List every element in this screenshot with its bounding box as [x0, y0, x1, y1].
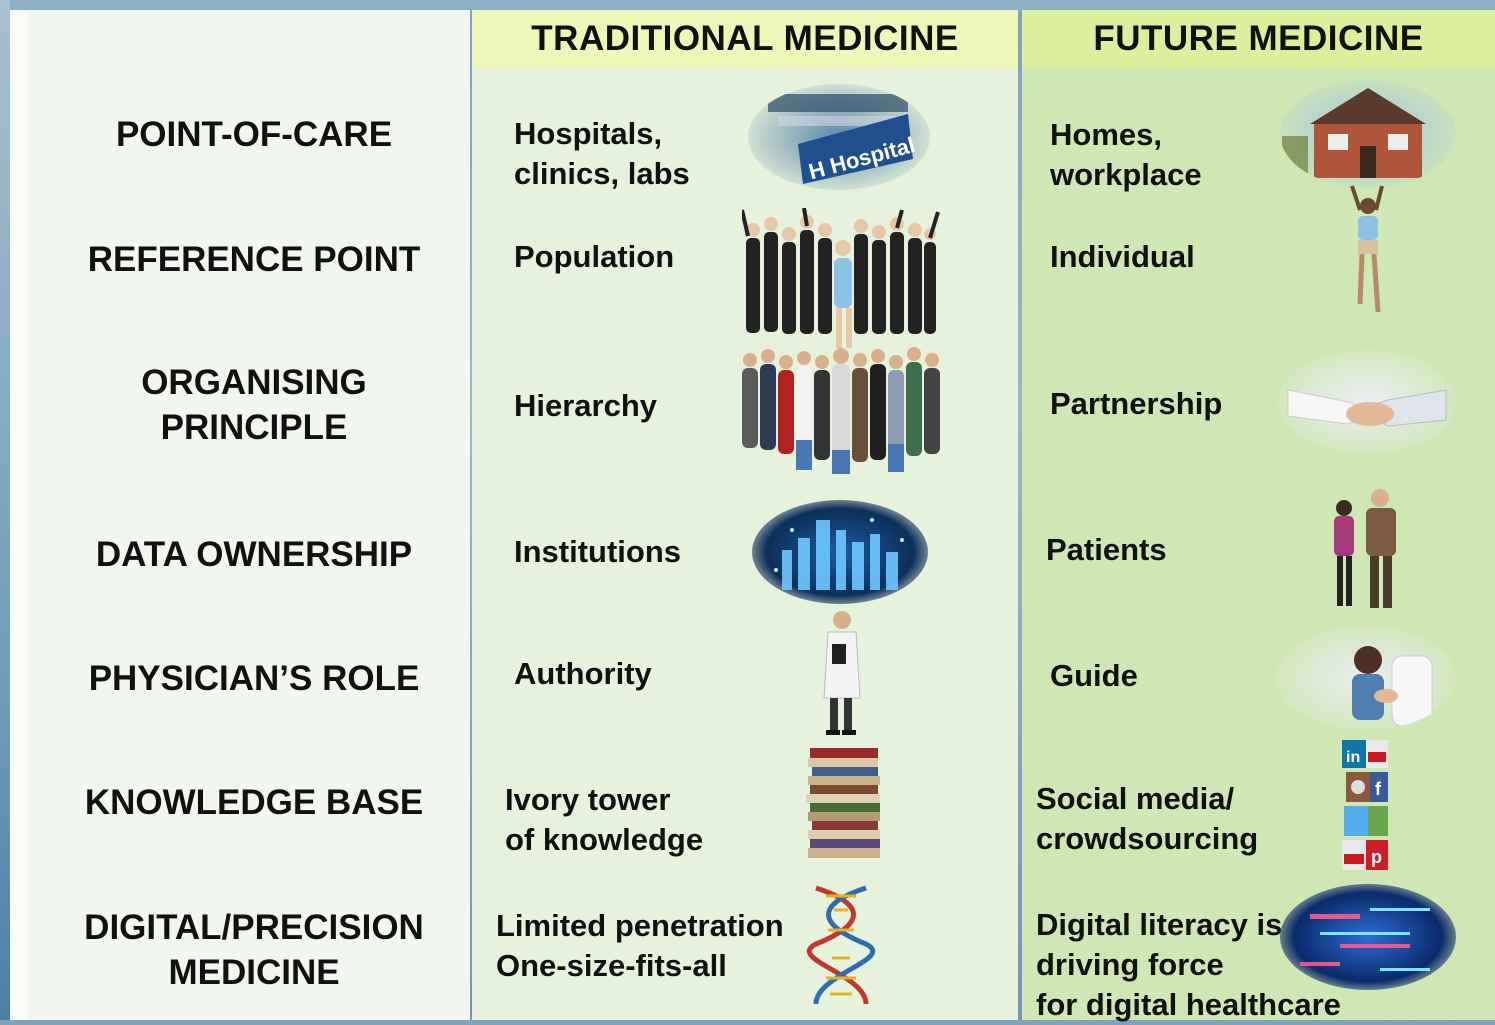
city-data-icon [752, 500, 928, 604]
traditional-column [472, 10, 1018, 1020]
house-photo-icon [1280, 80, 1456, 188]
row-label-text: ORGANISING [141, 363, 367, 402]
cell-text: Homes, [1050, 117, 1162, 152]
patients-couple-icon [1326, 484, 1406, 614]
cell-text: One-size-fits-all [496, 948, 727, 983]
row-label-organising-principle: ORGANISING PRINCIPLE [28, 360, 480, 450]
doctor-patient-icon [1276, 626, 1456, 730]
cell-text: for digital healthcare [1036, 987, 1341, 1022]
svg-text:p: p [1371, 847, 1382, 867]
handshake-icon [1278, 350, 1456, 454]
row-label-text: PHYSICIAN’S ROLE [88, 659, 420, 698]
row-label-data-ownership: DATA OWNERSHIP [28, 532, 480, 577]
cell-text: Digital literacy is [1036, 907, 1283, 942]
cell-text: crowdsourcing [1036, 821, 1259, 856]
traditional-data-ownership: Institutions [514, 532, 681, 572]
row-label-knowledge-base: KNOWLEDGE BASE [28, 780, 480, 825]
row-label-text: POINT-OF-CARE [115, 115, 393, 154]
cell-text: Authority [514, 656, 652, 691]
cell-text: driving force [1036, 947, 1224, 982]
future-data-ownership: Patients [1046, 530, 1167, 570]
person-jumping-icon [1344, 184, 1390, 318]
traditional-knowledge-base: Ivory tower of knowledge [505, 780, 703, 860]
cell-text: Population [514, 239, 675, 274]
digital-lights-icon [1280, 884, 1456, 990]
label-column [10, 10, 470, 1020]
cell-text: of knowledge [505, 822, 704, 857]
row-label-text: MEDICINE [168, 953, 340, 992]
social-media-cubes-icon: in f p [1340, 738, 1392, 874]
future-knowledge-base: Social media/ crowdsourcing [1036, 779, 1258, 859]
row-label-text: REFERENCE POINT [87, 240, 421, 279]
header-traditional-medicine: TRADITIONAL MEDICINE [472, 10, 1018, 68]
row-label-digital-precision: DIGITAL/PRECISION MEDICINE [28, 905, 480, 995]
dna-helix-icon [806, 884, 876, 1010]
row-label-text: KNOWLEDGE BASE [84, 783, 424, 822]
row-label-text: DIGITAL/PRECISION [84, 908, 424, 947]
row-label-text: PRINCIPLE [160, 408, 348, 447]
future-point-of-care: Homes, workplace [1050, 115, 1202, 195]
cell-text: Hospitals, [514, 116, 663, 151]
cell-text: Institutions [514, 534, 682, 569]
future-reference-point: Individual [1050, 237, 1195, 277]
cell-text: Guide [1050, 658, 1138, 693]
cell-text: Social media/ [1036, 781, 1235, 816]
cell-text: Ivory tower [505, 782, 671, 817]
cell-text: clinics, labs [514, 156, 690, 191]
svg-text:f: f [1375, 779, 1382, 799]
traditional-point-of-care: Hospitals, clinics, labs [514, 114, 690, 194]
left-border [0, 0, 10, 1020]
cell-text: Partnership [1050, 386, 1223, 421]
traditional-physicians-role: Authority [514, 654, 652, 694]
doctor-icon [814, 608, 868, 738]
svg-text:in: in [1346, 749, 1360, 766]
traditional-digital-precision: Limited penetration One-size-fits-all [496, 906, 784, 986]
cell-text: Hierarchy [514, 388, 658, 423]
future-digital-precision: Digital literacy is driving force for di… [1036, 905, 1341, 1025]
traditional-organising-principle: Hierarchy [514, 386, 657, 426]
cell-text: Limited penetration [496, 908, 784, 943]
books-stack-icon [804, 744, 884, 866]
cell-text: workplace [1050, 157, 1202, 192]
future-physicians-role: Guide [1050, 656, 1138, 696]
future-organising-principle: Partnership [1050, 384, 1222, 424]
traditional-reference-point: Population [514, 237, 674, 277]
cell-text: Individual [1050, 239, 1195, 274]
header-future-medicine: FUTURE MEDICINE [1022, 10, 1495, 68]
row-label-text: DATA OWNERSHIP [95, 535, 413, 574]
hospital-photo-icon: H Hospital [748, 84, 930, 190]
top-border [0, 0, 1495, 10]
group-people-icon [740, 340, 944, 476]
cell-text: Patients [1046, 532, 1167, 567]
row-label-physicians-role: PHYSICIAN’S ROLE [28, 656, 480, 701]
row-label-point-of-care: POINT-OF-CARE [28, 112, 480, 157]
crowd-photo-icon [740, 207, 940, 350]
row-label-reference-point: REFERENCE POINT [28, 237, 480, 282]
